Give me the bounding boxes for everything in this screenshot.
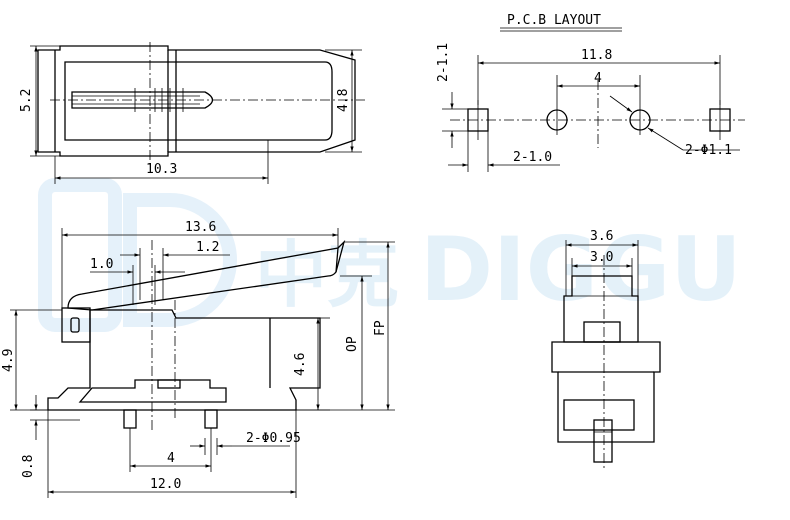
end-view: 3.6 3.0 bbox=[551, 229, 661, 470]
side-view: 13.6 1.2 1.0 4.9 4.6 OP FP bbox=[1, 220, 395, 498]
watermark: 中克 DIGGU bbox=[38, 178, 742, 332]
watermark-brand: DIGGU bbox=[420, 218, 742, 321]
dim-pin-note: 2-Φ0.95 bbox=[246, 431, 301, 446]
side-view-terminal-block bbox=[78, 379, 227, 403]
side-view-window bbox=[157, 379, 181, 389]
pcb-hole-note: 2-Φ1.1 bbox=[685, 143, 732, 158]
dim-5-2: 5.2 bbox=[19, 89, 34, 112]
end-view-pin bbox=[593, 419, 613, 463]
dim-fp: FP bbox=[373, 320, 388, 336]
end-view-slot bbox=[583, 321, 621, 343]
dim-4-8: 4.8 bbox=[336, 89, 351, 112]
dim-1-0: 1.0 bbox=[90, 257, 113, 272]
dim-12-0: 12.0 bbox=[150, 477, 181, 492]
side-view-lever bbox=[67, 239, 346, 311]
dim-4: 4 bbox=[594, 71, 602, 86]
watermark-logo-d bbox=[123, 193, 237, 327]
end-view-body bbox=[551, 341, 661, 443]
side-view-pin-right bbox=[204, 409, 218, 429]
top-view-outline bbox=[37, 45, 356, 157]
dim-pad-h: 2-1.0 bbox=[513, 150, 552, 165]
dim-10-3: 10.3 bbox=[146, 162, 177, 177]
top-view-recess bbox=[64, 61, 333, 141]
dim-pad-v: 2-1.1 bbox=[436, 43, 451, 82]
dim-13-6: 13.6 bbox=[185, 220, 216, 235]
side-view-body bbox=[47, 309, 321, 411]
dim-11-8: 11.8 bbox=[581, 48, 612, 63]
pcb-layout: P.C.B LAYOUT 11.8 4 2-Φ1.1 2-1.1 bbox=[436, 13, 745, 172]
dim-pin-pitch: 4 bbox=[167, 451, 175, 466]
dim-3-6: 3.6 bbox=[590, 229, 613, 244]
top-view: 5.2 4.8 10.3 bbox=[19, 42, 365, 184]
dim-4-9: 4.9 bbox=[1, 349, 16, 372]
dim-1-2: 1.2 bbox=[196, 240, 219, 255]
dim-0-8: 0.8 bbox=[21, 455, 36, 478]
dim-op: OP bbox=[345, 336, 360, 352]
watermark-logo-frame bbox=[38, 178, 122, 332]
watermark-cjk: 中克 bbox=[255, 233, 399, 317]
top-view-lever bbox=[71, 91, 214, 109]
end-view-base bbox=[563, 399, 635, 431]
side-view-pin-left bbox=[123, 409, 137, 429]
dim-4-6: 4.6 bbox=[293, 353, 308, 376]
dim-3-0: 3.0 bbox=[590, 250, 613, 265]
pcb-title: P.C.B LAYOUT bbox=[507, 13, 601, 28]
